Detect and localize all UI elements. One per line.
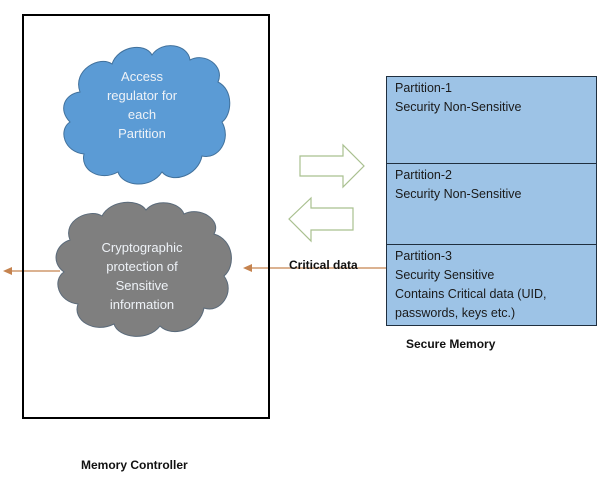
critical-data-label: Critical data bbox=[289, 258, 358, 272]
crypto-line-3: Sensitive bbox=[115, 278, 169, 293]
memory-controller-label: Memory Controller bbox=[81, 458, 188, 472]
partition-3-security: Security Sensitive bbox=[395, 268, 495, 282]
partition-3-contents-2: passwords, keys etc.) bbox=[395, 306, 516, 320]
secure-memory-label: Secure Memory bbox=[406, 337, 496, 351]
partition-1-title: Partition-1 bbox=[395, 81, 452, 95]
access-line-1: Access bbox=[121, 69, 163, 84]
critical-data-arrowhead bbox=[243, 264, 252, 272]
partition-3: Partition-3 Security Sensitive Contains … bbox=[387, 244, 596, 325]
output-arrowhead bbox=[3, 267, 12, 275]
block-arrow-right bbox=[299, 143, 365, 189]
partition-2: Partition-2 Security Non-Sensitive bbox=[387, 163, 596, 244]
partition-3-title: Partition-3 bbox=[395, 249, 452, 263]
partition-2-security: Security Non-Sensitive bbox=[395, 187, 522, 201]
block-arrow-left bbox=[288, 196, 354, 243]
crypto-protection-cloud bbox=[55, 201, 232, 337]
crypto-line-1: Cryptographic bbox=[101, 240, 183, 255]
partition-2-title: Partition-2 bbox=[395, 168, 452, 182]
access-line-4: Partition bbox=[118, 126, 166, 141]
partition-3-contents-1: Contains Critical data (UID, bbox=[395, 287, 547, 301]
access-line-2: regulator for bbox=[106, 88, 178, 103]
memory-controller-box bbox=[22, 14, 270, 419]
crypto-line-2: protection of bbox=[106, 259, 178, 274]
access-line-3: each bbox=[127, 107, 157, 122]
crypto-line-4: information bbox=[109, 297, 175, 312]
partition-1-security: Security Non-Sensitive bbox=[395, 100, 522, 114]
access-regulator-cloud bbox=[63, 45, 231, 185]
partition-1: Partition-1 Security Non-Sensitive bbox=[387, 77, 596, 163]
secure-memory-block: Partition-1 Security Non-Sensitive Parti… bbox=[386, 76, 597, 326]
access-regulator-text: Access regulator for each Partition bbox=[92, 67, 192, 143]
crypto-protection-text: Cryptographic protection of Sensitive in… bbox=[87, 238, 197, 314]
